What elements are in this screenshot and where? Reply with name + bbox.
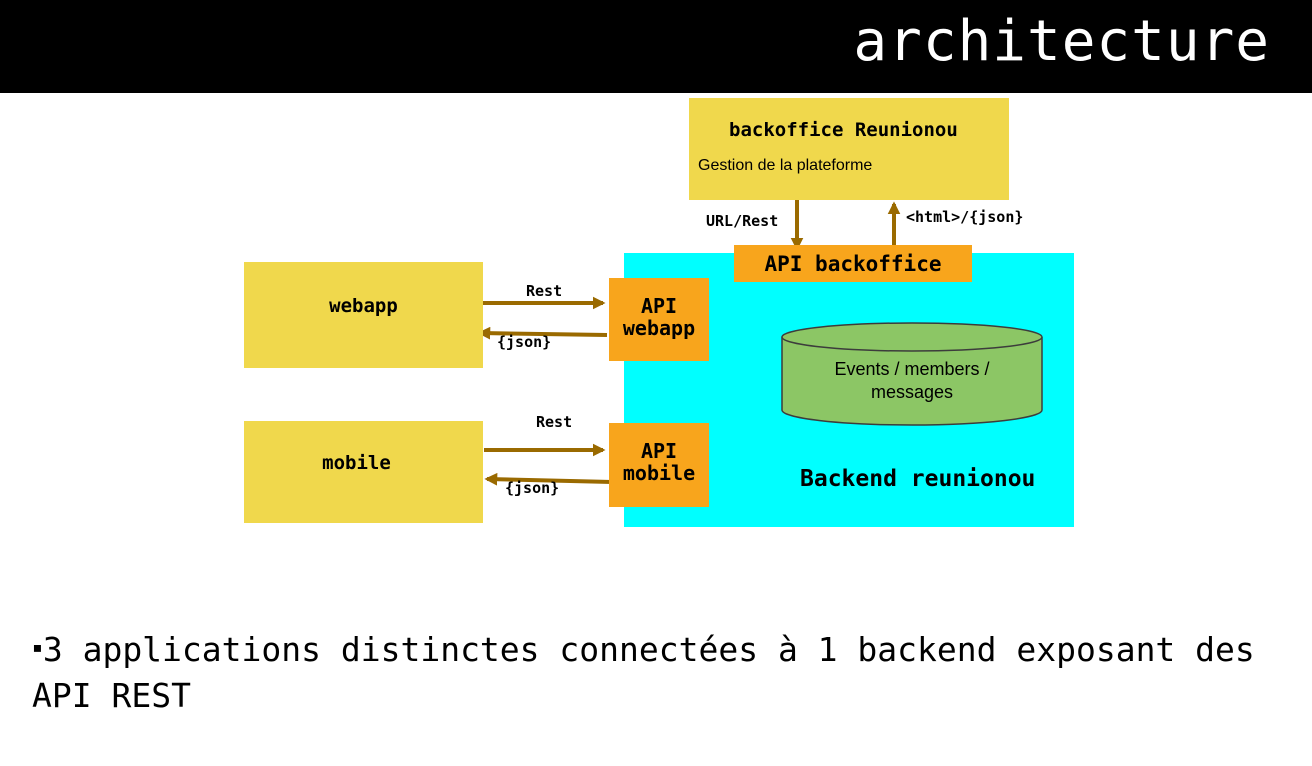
edge-label-mobile-json: {json} (505, 479, 560, 497)
edge-label-backoffice-url-rest: URL/Rest (706, 212, 779, 230)
edge-label-mobile-rest: Rest (536, 413, 573, 431)
api-webapp-box: API webapp (609, 278, 709, 361)
edge-label-webapp-json: {json} (497, 333, 552, 351)
database-label: Events / members / messages (834, 359, 990, 402)
webapp-box: webapp (244, 262, 483, 368)
title-bar (0, 0, 1312, 93)
backoffice-box (689, 98, 1009, 200)
api-mobile-box: API mobile (609, 423, 709, 507)
slide-title: architecture (853, 9, 1270, 74)
backend-label: Backend reunionou (800, 466, 1036, 492)
arrow-api-to-webapp (477, 326, 608, 340)
bullet-square-icon: ▪ (32, 636, 43, 658)
arrow-api-to-mobile (484, 472, 613, 486)
backoffice-title: backoffice Reunionou (729, 119, 958, 141)
backoffice-subtitle: Gestion de la plateforme (698, 157, 873, 174)
bullet-item: ▪3 applications distinctes connectées à … (32, 628, 1292, 718)
mobile-box: mobile (244, 421, 483, 523)
bullet-text: 3 applications distinctes connectées à 1… (32, 630, 1255, 715)
api-backoffice-box: API backoffice (734, 245, 972, 282)
database-cylinder (781, 322, 1043, 426)
edge-label-backoffice-html-json: <html>/{json} (906, 208, 1024, 226)
edge-label-webapp-rest: Rest (526, 282, 563, 300)
